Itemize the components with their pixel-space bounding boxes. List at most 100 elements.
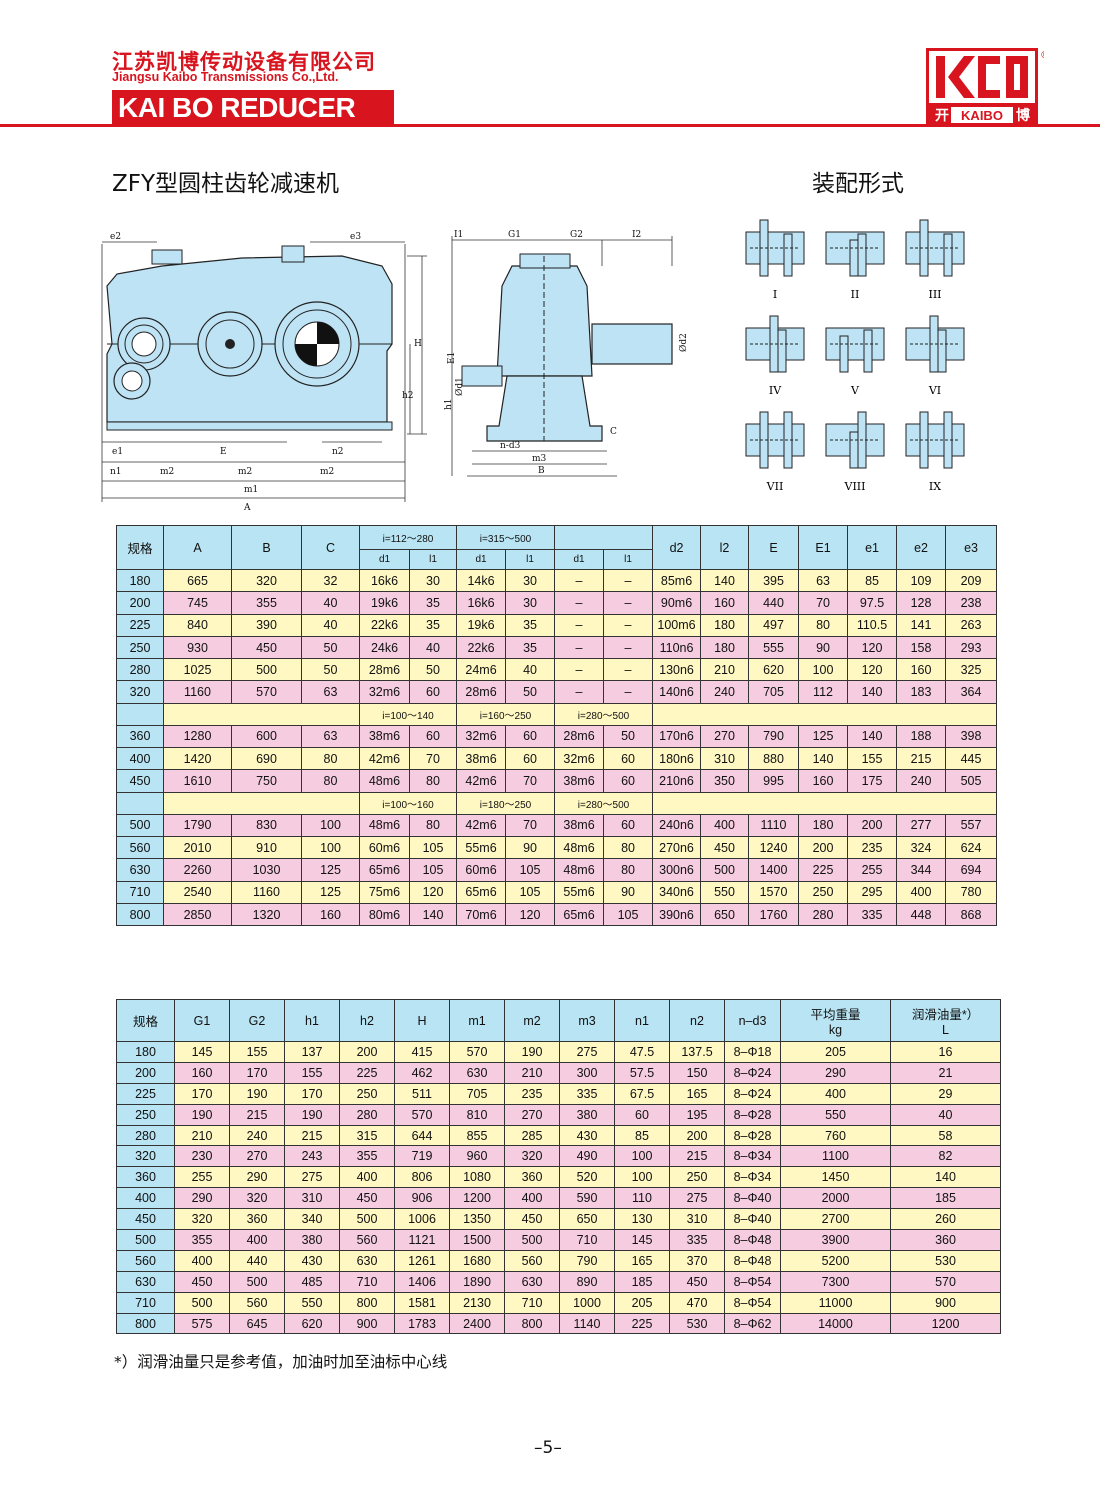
table-cell: 2000	[780, 1187, 891, 1210]
table-cell: 8–Φ48	[724, 1229, 781, 1251]
table-cell: 80	[301, 747, 360, 771]
header-label: n1	[635, 1013, 649, 1028]
table-cell: 8–Φ54	[724, 1291, 781, 1314]
table-cell: 315	[339, 1124, 395, 1147]
assembly-form-label: V	[850, 384, 860, 397]
table-cell: 360	[229, 1208, 285, 1231]
table-cell: 200	[116, 591, 164, 615]
table-cell: 830	[231, 813, 302, 837]
header-cell: E	[748, 525, 800, 570]
table-cell: 8–Φ34	[724, 1145, 781, 1168]
table-cell: 8–Φ48	[724, 1249, 781, 1272]
table-cell: 400	[700, 813, 750, 837]
table-cell: 400	[116, 747, 164, 771]
table-cell: 205	[614, 1291, 670, 1314]
table-cell: –	[554, 613, 605, 637]
table-cell: 180	[700, 613, 750, 637]
table-cell: 448	[896, 902, 947, 927]
table-cell: 40	[505, 658, 556, 682]
table-cell: 275	[669, 1187, 725, 1210]
table-cell: 630	[449, 1061, 505, 1084]
table-cell: 137	[284, 1041, 340, 1063]
table-cell: 50	[603, 724, 654, 749]
table-cell: 450	[116, 769, 164, 793]
table-cell: 235	[847, 835, 898, 860]
table-cell: 38m6	[554, 813, 605, 837]
table-cell: 1790	[163, 813, 232, 837]
table-cell: 32	[301, 568, 360, 593]
table-cell: 225	[339, 1061, 395, 1084]
table-cell: 165	[669, 1082, 725, 1105]
header-label: 平均重量	[810, 1008, 861, 1022]
table-cell: 1581	[394, 1291, 450, 1314]
assembly-form-label: VIII	[844, 480, 866, 490]
table-cell: 620	[284, 1312, 340, 1335]
table-cell: 355	[231, 591, 302, 615]
table-cell: 35	[505, 635, 556, 660]
table-cell: –	[603, 658, 654, 682]
table-cell: 8–Φ28	[724, 1103, 781, 1126]
table-cell: 11000	[780, 1291, 891, 1314]
svg-text:G2: G2	[570, 230, 583, 240]
svg-text:H: H	[414, 339, 422, 349]
table-cell: 128	[896, 591, 947, 615]
table-cell: 65m6	[359, 858, 410, 882]
svg-text:n-d3: n-d3	[500, 441, 521, 451]
table-cell: 293	[945, 635, 998, 660]
svg-text:Ød2: Ød2	[678, 333, 689, 352]
table-cell: 48m6	[359, 813, 410, 837]
table-cell: 1006	[394, 1208, 450, 1231]
assembly-form-label: IV	[769, 384, 782, 397]
table-cell: 85	[847, 568, 898, 593]
header-cell: H	[394, 999, 450, 1042]
svg-text:m2: m2	[238, 467, 252, 477]
table-cell: 28m6	[456, 680, 507, 704]
table-cell: 290	[229, 1166, 285, 1189]
table-cell: 80	[603, 835, 654, 860]
table-cell: 16k6	[456, 591, 507, 615]
table-cell: 868	[945, 902, 998, 927]
table-cell: 42m6	[456, 813, 507, 837]
table-cell: 90	[603, 880, 654, 904]
table-cell: 575	[174, 1312, 230, 1335]
svg-text:m3: m3	[532, 454, 547, 464]
table-cell: 364	[945, 680, 998, 704]
company-name-en: Jiangsu Kaibo Transmissions Co.,Ltd.	[112, 70, 339, 84]
table-cell: 200	[339, 1041, 395, 1063]
table-cell: 511	[394, 1082, 450, 1105]
svg-text:e3: e3	[350, 232, 361, 242]
table-cell: 50	[408, 658, 458, 682]
table-cell: 250	[116, 1103, 175, 1126]
table-cell: 8–Φ18	[724, 1041, 781, 1063]
table-cell: 400	[896, 880, 947, 904]
assembly-form-label: I	[773, 288, 777, 301]
ratio-group-header: i=280～500	[554, 791, 654, 815]
table-cell: 500	[116, 1229, 175, 1251]
table-cell: 29	[890, 1082, 1001, 1105]
table-cell: 1140	[559, 1312, 615, 1335]
group-blank	[652, 791, 998, 815]
table-cell: 1450	[780, 1166, 891, 1189]
table-cell: 60	[603, 769, 654, 793]
table-cell: 2540	[163, 880, 232, 904]
table-cell: 630	[116, 858, 164, 882]
table-cell: 800	[116, 902, 164, 927]
table-cell: 810	[449, 1103, 505, 1126]
table-cell: –	[554, 658, 605, 682]
table-cell: 470	[669, 1291, 725, 1314]
table-cell: 125	[301, 858, 360, 882]
table-cell: 2130	[449, 1291, 505, 1314]
table-cell: 462	[394, 1061, 450, 1084]
table-cell: 1280	[163, 724, 232, 749]
table-cell: 440	[748, 591, 800, 615]
table-cell: 370	[669, 1249, 725, 1272]
table-cell: 210	[504, 1061, 560, 1084]
table-cell: 200	[798, 835, 849, 860]
table-cell: 750	[231, 769, 302, 793]
